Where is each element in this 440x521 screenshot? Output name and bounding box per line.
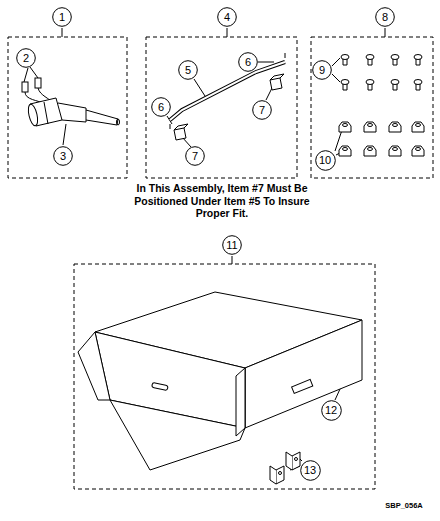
callout-circle: 13 (300, 460, 321, 481)
callout-number: 10 (319, 155, 331, 166)
callout-circle: 4 (217, 7, 237, 27)
callout-circle: 2 (16, 48, 36, 68)
brackets (270, 452, 300, 484)
assembly-note: In This Assembly, Item #7 Must Be Positi… (122, 182, 322, 220)
callout-number: 7 (259, 105, 265, 116)
callout-number: 2 (23, 53, 29, 64)
rod-assembly (170, 53, 285, 140)
callout-circle: 5 (178, 60, 198, 80)
callout-circle: 12 (321, 400, 342, 421)
callout-number: 9 (319, 65, 325, 76)
callout-number: 1 (59, 12, 65, 23)
callout-number: 5 (185, 65, 191, 76)
callout-circle: 10 (315, 150, 336, 171)
callout-number: 6 (158, 102, 164, 113)
callout-circle: 6 (151, 97, 171, 117)
callout-number: 7 (192, 151, 198, 162)
callout-number: 4 (224, 12, 230, 23)
callout-number: 12 (325, 405, 337, 416)
callout-circle: 9 (312, 60, 332, 80)
callout-circle: 1 (52, 7, 72, 27)
callout-circle: 7 (185, 146, 205, 166)
actuator (22, 78, 120, 127)
callout-number: 3 (60, 151, 66, 162)
callout-number: 8 (382, 12, 388, 23)
callout-circle: 6 (238, 52, 258, 72)
leader-lines (24, 28, 385, 470)
callout-circle: 3 (53, 146, 73, 166)
group-frames (8, 37, 433, 489)
carton (78, 292, 362, 470)
drawing-number: SBP_056A (372, 501, 436, 510)
callout-number: 6 (245, 57, 251, 68)
hardware (339, 55, 424, 157)
callout-number: 13 (304, 465, 316, 476)
callout-number: 11 (226, 240, 237, 251)
callout-circle: 8 (375, 7, 395, 27)
callout-circle: 11 (222, 235, 242, 255)
callout-circle: 7 (252, 100, 272, 120)
